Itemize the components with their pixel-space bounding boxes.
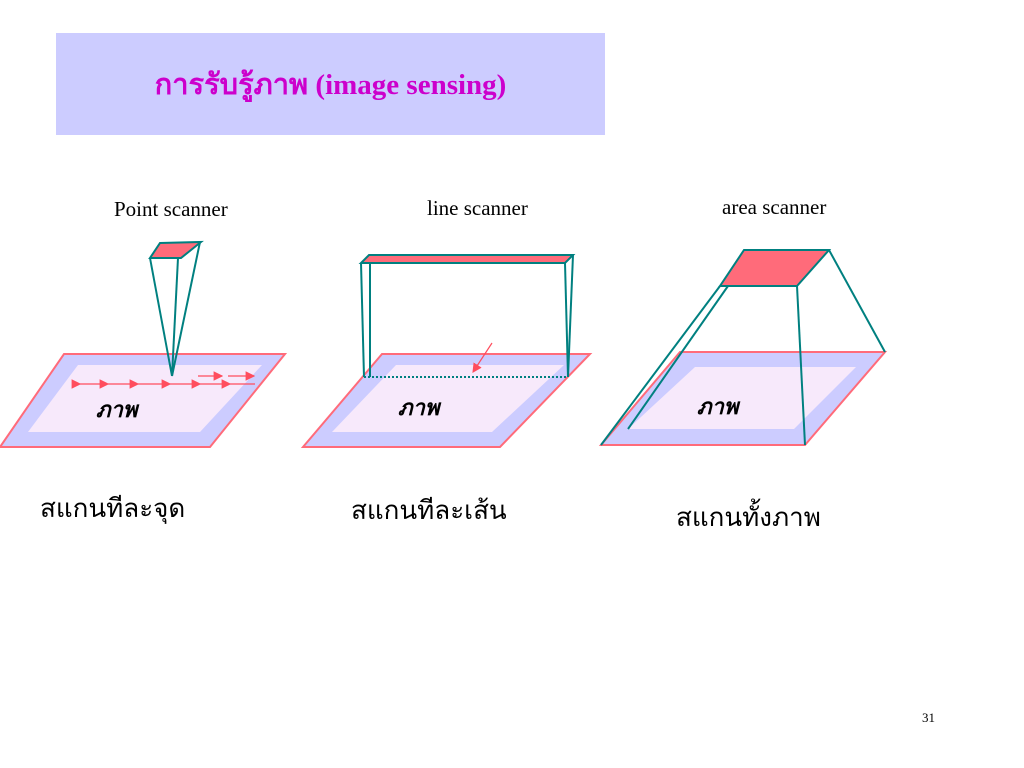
- line-scanner-caption: สแกนทีละเส้น: [351, 496, 507, 526]
- point-scan-arrows: [71, 371, 256, 389]
- point-scanner-plane-inner: [28, 365, 262, 432]
- area-scanner-label: area scanner: [722, 195, 827, 219]
- title-banner: การรับรู้ภาพ (image sensing): [56, 33, 605, 135]
- area-scanner-diagram: [598, 249, 888, 446]
- area-image-word: ภาพ: [697, 395, 739, 420]
- page-number: 31: [922, 710, 935, 725]
- area-scanner-plane-inner: [628, 367, 856, 429]
- area-sensor: [718, 249, 832, 287]
- line-sensor: [358, 254, 576, 264]
- line-image-word: ภาพ: [398, 396, 440, 421]
- line-scanner-plane-inner: [332, 365, 564, 432]
- line-scan-arrow: [472, 342, 493, 374]
- slide-title: การรับรู้ภาพ (image sensing): [154, 69, 507, 101]
- area-sensor-beam: [600, 249, 886, 446]
- line-sensor-beam: [360, 254, 574, 378]
- point-sensor-beam: [149, 241, 201, 377]
- line-scanner-label: line scanner: [427, 196, 528, 220]
- point-scanner-label: Point scanner: [114, 197, 228, 221]
- line-scanner-diagram: [300, 254, 593, 448]
- point-image-word: ภาพ: [96, 398, 138, 423]
- point-scanner-diagram: [0, 240, 288, 448]
- point-sensor: [148, 240, 204, 259]
- point-scanner-caption: สแกนทีละจุด: [40, 494, 186, 524]
- area-scanner-caption: สแกนทั้งภาพ: [676, 503, 821, 533]
